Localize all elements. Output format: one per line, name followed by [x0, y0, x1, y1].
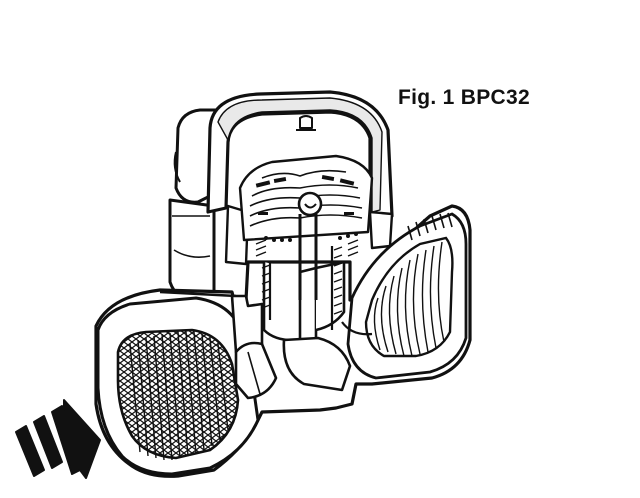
- inlet-port: [96, 296, 260, 476]
- outlet-port: [341, 212, 468, 380]
- cutaway-section: [159, 246, 352, 400]
- bimetal-element-stack: [238, 154, 374, 300]
- figure-label: Fig. 1 BPC32: [398, 86, 530, 109]
- flow-direction-arrow-icon: [15, 399, 101, 479]
